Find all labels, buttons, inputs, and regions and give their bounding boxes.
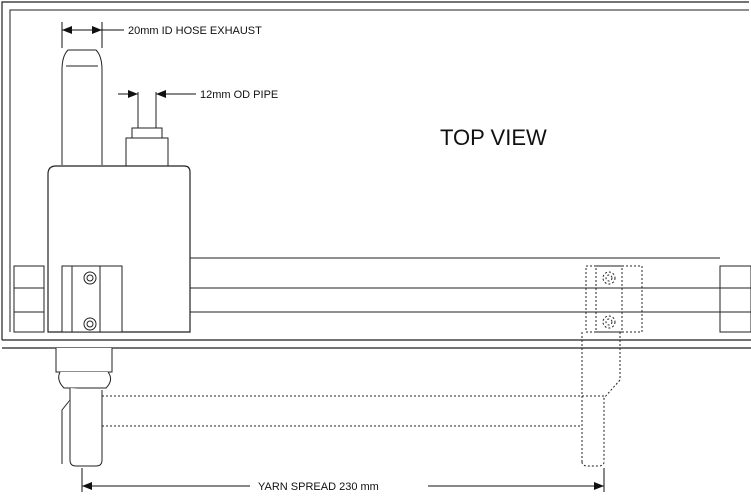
dimension-hose-exhaust (61, 22, 124, 48)
label-yarn-spread: YARN SPREAD 230 mm (258, 481, 379, 493)
dimension-yarn-spread (81, 468, 605, 492)
yarn-path (102, 395, 604, 427)
rail-end-cap-left (13, 265, 45, 333)
hose-barb (61, 49, 103, 165)
label-hose-exhaust: 20mm ID HOSE EXHAUST (128, 25, 262, 37)
right-yarn-guide (581, 332, 621, 467)
left-yarn-guide (55, 348, 113, 467)
label-od-pipe: 12mm OD PIPE (200, 89, 278, 101)
enclosure-frame (1, 1, 751, 349)
pipe-fitting (125, 92, 169, 169)
view-title: TOP VIEW (440, 125, 547, 150)
rail-end-cap-right (719, 265, 751, 333)
guide-rail (190, 257, 720, 313)
left-clamp (61, 265, 123, 333)
right-clamp (585, 265, 643, 333)
